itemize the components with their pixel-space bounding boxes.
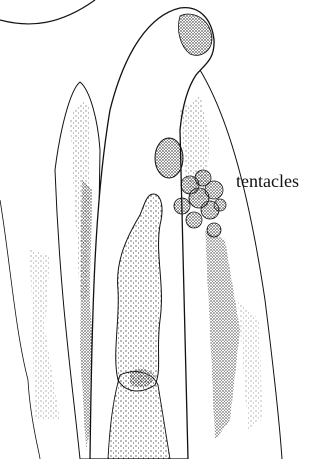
left-fold-shading bbox=[30, 250, 60, 420]
top-outline bbox=[0, 0, 95, 24]
right-fold-light bbox=[238, 300, 262, 430]
right-fold-shading bbox=[205, 230, 240, 440]
tentacles-label: tentacles bbox=[236, 171, 299, 192]
siphon-opening bbox=[155, 138, 183, 178]
